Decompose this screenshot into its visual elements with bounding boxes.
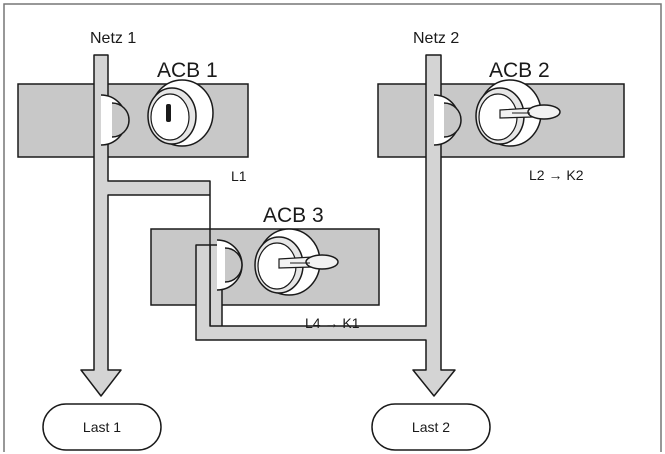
acb2-lock-key-icon (475, 79, 561, 147)
last1-label: Last 1 (83, 419, 121, 435)
acb1-lock-icon (147, 79, 214, 147)
acb2-label: ACB 2 (489, 59, 550, 82)
last1-oval (42, 403, 162, 451)
frame-border (3, 3, 662, 452)
acb1-label: ACB 1 (157, 59, 218, 82)
acb3-label: ACB 3 (263, 204, 324, 227)
last2-label: Last 2 (412, 419, 450, 435)
acb3-lock-key-icon (254, 228, 339, 296)
acb1-panel (17, 83, 249, 158)
acb2-lock-code: L2 → K2 (529, 167, 584, 183)
netz2-label: Netz 2 (413, 30, 459, 47)
bus-netz2-to-last2 (195, 54, 456, 397)
netz1-label: Netz 1 (90, 30, 136, 47)
acb3-lock-code: L4 → K1 (305, 315, 360, 331)
last2-oval (371, 403, 491, 451)
acb1-lock-code: L1 (231, 168, 247, 184)
